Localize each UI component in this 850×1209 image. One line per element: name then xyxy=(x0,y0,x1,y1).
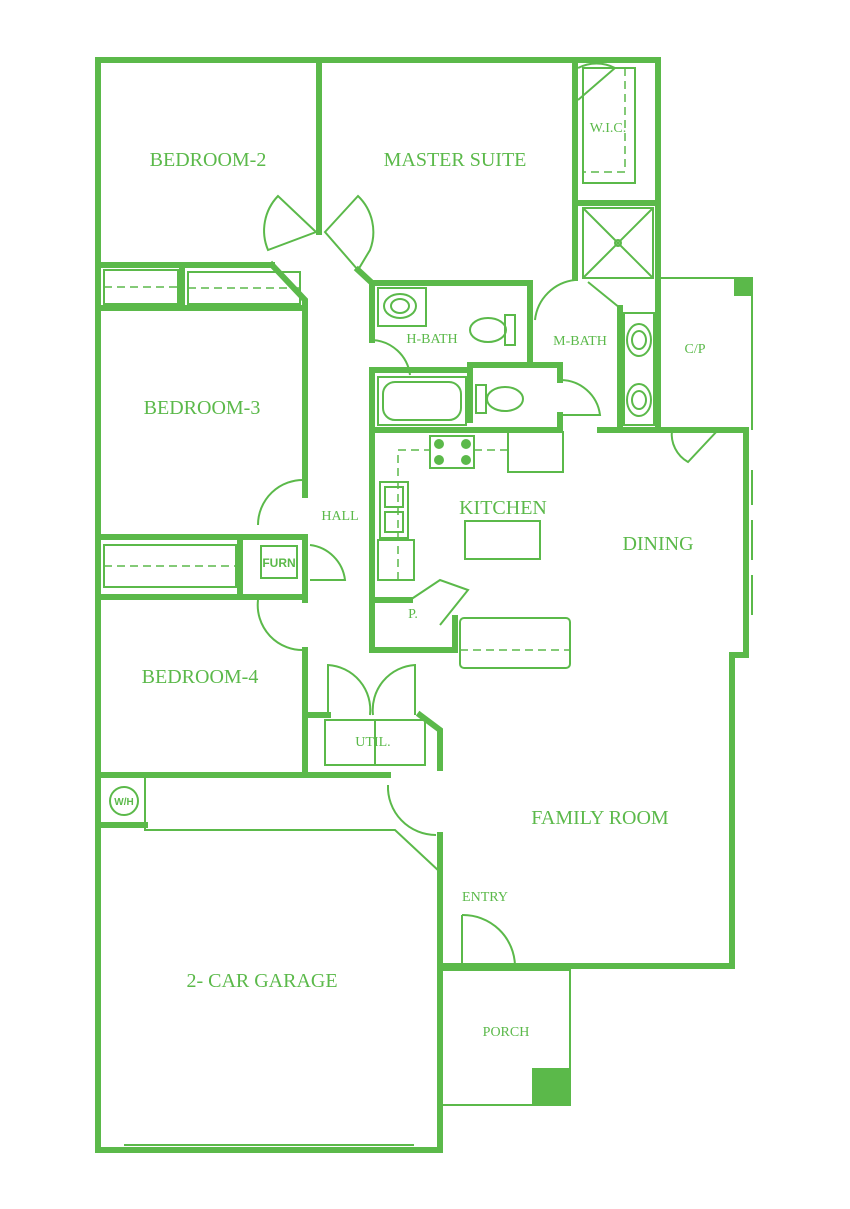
room-labels: BEDROOM-2 MASTER SUITE W.I.C. H-BATH M-B… xyxy=(114,121,705,1040)
label-bedroom-2: BEDROOM-2 xyxy=(150,149,267,171)
label-bedroom-4: BEDROOM-4 xyxy=(142,666,259,688)
label-master-suite: MASTER SUITE xyxy=(384,149,527,171)
label-wh: W/H xyxy=(114,797,133,808)
label-dining: DINING xyxy=(622,533,693,555)
label-family-room: FAMILY ROOM xyxy=(531,807,669,829)
interior-walls xyxy=(95,57,675,1153)
label-hall: HALL xyxy=(321,509,358,524)
label-garage: 2- CAR GARAGE xyxy=(186,970,337,992)
label-bedroom-3: BEDROOM-3 xyxy=(144,397,261,419)
label-kitchen: KITCHEN xyxy=(459,497,547,519)
label-entry: ENTRY xyxy=(462,890,508,905)
label-pantry: P. xyxy=(408,607,418,622)
detail-lines xyxy=(103,67,753,1146)
doors xyxy=(256,62,721,967)
label-wic: W.I.C. xyxy=(590,121,626,136)
label-porch: PORCH xyxy=(483,1025,530,1040)
label-h-bath: H-BATH xyxy=(406,332,457,347)
label-m-bath: M-BATH xyxy=(553,334,607,349)
fixtures xyxy=(109,287,655,816)
label-cp: C/P xyxy=(684,342,705,357)
label-furn: FURN xyxy=(262,556,295,570)
label-util: UTIL. xyxy=(355,735,390,750)
